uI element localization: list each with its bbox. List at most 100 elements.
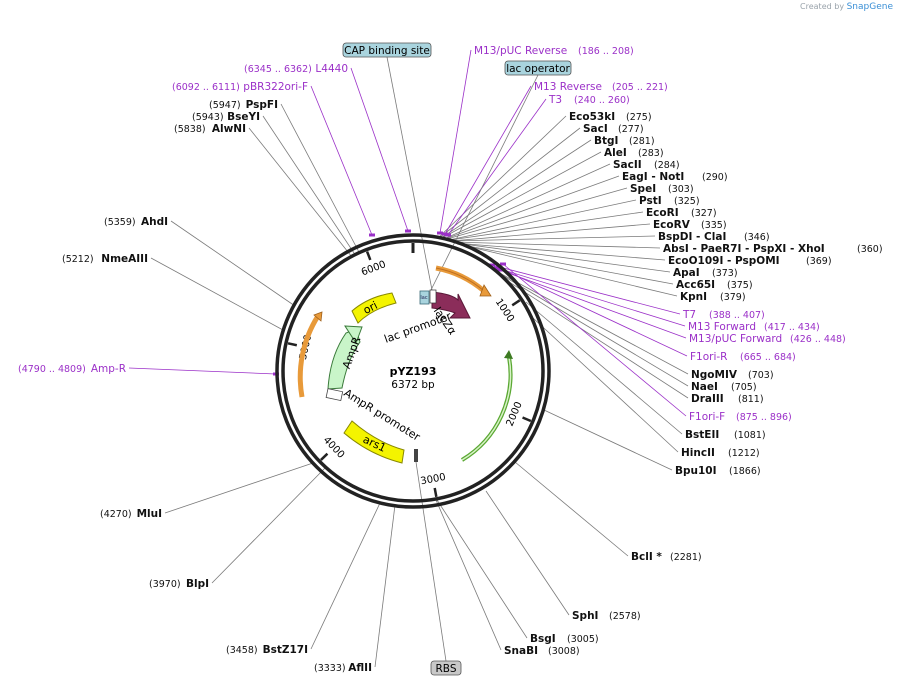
e-mlui-position: (4270) xyxy=(100,509,132,520)
ori-label: ori xyxy=(361,299,380,317)
cap-leader xyxy=(386,56,433,291)
e-acc65i-leader xyxy=(456,243,674,285)
e-sacii-leader xyxy=(443,163,611,240)
e-ecorv-label[interactable]: EcoRV xyxy=(653,219,691,231)
e-eagi-position: (290) xyxy=(702,172,728,183)
backbone-inner xyxy=(281,239,545,503)
e-btgi-label[interactable]: BtgI xyxy=(594,135,618,147)
e-bseyi-position: (5943) xyxy=(192,112,224,123)
e-eagi-label[interactable]: EagI - NotI xyxy=(622,171,684,183)
e-saci-label[interactable]: SacI xyxy=(583,123,608,135)
e-bsteii-label[interactable]: BstEII xyxy=(685,429,719,441)
e-sphi-label[interactable]: SphI xyxy=(572,610,598,622)
e-bspdi-label[interactable]: BspDI - ClaI xyxy=(658,231,726,243)
e-spei-label[interactable]: SpeI xyxy=(630,183,656,195)
e-snabi-label[interactable]: SnaBI xyxy=(504,645,538,657)
p-m13rev-range: (205 .. 221) xyxy=(612,82,668,93)
e-sphi-position: (2578) xyxy=(609,611,641,622)
e-blpi-label[interactable]: BlpI xyxy=(186,578,209,590)
e-acc65i-label[interactable]: Acc65I xyxy=(676,279,715,291)
e-bsteii-leader xyxy=(525,301,683,435)
p-ampr-leader xyxy=(128,367,277,375)
e-snabi-leader xyxy=(435,499,502,651)
cap-label: CAP binding site xyxy=(344,45,430,57)
e-mlui-label[interactable]: MluI xyxy=(137,508,162,520)
p-m13puc-fwd-label[interactable]: M13/pUC Forward xyxy=(689,333,782,345)
e-bsteii-position: (1081) xyxy=(734,430,766,441)
leader-lines xyxy=(128,49,689,668)
e-nmeaiii-label[interactable]: NmeAIII xyxy=(101,253,148,265)
p-pbr322-label[interactable]: pBR322ori-F xyxy=(243,81,308,93)
e-bsgi-position: (3005) xyxy=(567,634,599,645)
p-f1ori-r-range: (665 .. 684) xyxy=(740,352,796,363)
e-bseyi-leader xyxy=(262,115,357,257)
e-bstz17i-position: (3458) xyxy=(226,645,258,656)
p-t3-label[interactable]: T3 xyxy=(548,94,562,106)
lacop-box[interactable] xyxy=(504,60,572,76)
p-pbr322-binding-mark xyxy=(369,233,375,237)
e-alwni-position: (5838) xyxy=(174,124,206,135)
e-sacii-label[interactable]: SacII xyxy=(613,159,642,171)
scale-tick xyxy=(522,416,532,423)
p-m13puc-rev-label[interactable]: M13/pUC Reverse xyxy=(474,45,567,57)
e-naei-label[interactable]: NaeI xyxy=(691,381,718,393)
e-eco0109i-label[interactable]: EcoO109I - PspOMI xyxy=(668,255,780,267)
e-ngomiv-label[interactable]: NgoMIV xyxy=(691,369,738,381)
p-l4440-range: (6345 .. 6362) xyxy=(244,64,312,75)
e-ecori-label[interactable]: EcoRI xyxy=(646,207,679,219)
e-ahdi-leader xyxy=(170,220,296,307)
backbone-outer xyxy=(275,233,551,509)
rbs-box[interactable] xyxy=(430,660,462,676)
e-eagi-leader xyxy=(444,175,620,240)
p-pbr322-range: (6092 .. 6111) xyxy=(172,82,240,93)
p-t3-range: (240 .. 260) xyxy=(574,95,630,106)
e-bpu10i-label[interactable]: Bpu10I xyxy=(675,465,717,477)
p-f1ori-f-leader xyxy=(502,263,687,417)
e-alei-label[interactable]: AleI xyxy=(604,147,627,159)
e-psti-label[interactable]: PstI xyxy=(639,195,662,207)
rbs-label: RBS xyxy=(436,663,457,675)
e-hincii-label[interactable]: HincII xyxy=(681,447,715,459)
e-hincii-position: (1212) xyxy=(728,448,760,459)
e-bcli-leader xyxy=(514,461,629,557)
p-m13fwd-label[interactable]: M13 Forward xyxy=(688,321,756,333)
ori-arrow xyxy=(351,292,397,324)
e-absi-leader xyxy=(452,241,661,249)
p-ampr-label[interactable]: Amp-R xyxy=(91,363,126,375)
e-bcli-label[interactable]: BclI * xyxy=(631,551,662,563)
e-bsgi-label[interactable]: BsgI xyxy=(530,633,556,645)
rbs-mark xyxy=(414,449,418,462)
p-m13rev-label[interactable]: M13 Reverse xyxy=(534,81,602,93)
e-saci-position: (277) xyxy=(618,124,644,135)
e-apai-leader xyxy=(455,242,671,273)
e-apai-label[interactable]: ApaI xyxy=(673,267,700,279)
e-kpni-label[interactable]: KpnI xyxy=(680,291,707,303)
e-acc65i-position: (375) xyxy=(727,280,753,291)
p-m13puc-rev-binding-mark xyxy=(437,231,443,235)
p-l4440-label[interactable]: L4440 xyxy=(315,63,348,75)
e-absi-label[interactable]: AbsI - PaeR7I - PspXI - XhoI xyxy=(663,243,825,255)
p-f1ori-f-label[interactable]: F1ori-F xyxy=(689,411,725,423)
e-kpni-leader xyxy=(457,243,678,297)
p-f1ori-r-label[interactable]: F1ori-R xyxy=(690,351,727,363)
p-t7-label[interactable]: T7 xyxy=(682,309,696,321)
p-m13puc-fwd-leader xyxy=(499,269,687,339)
e-bspdi-leader xyxy=(451,235,656,242)
p-m13fwd-range: (417 .. 434) xyxy=(764,322,820,333)
p-m13puc-fwd-binding-mark xyxy=(497,268,503,272)
e-alwni-label[interactable]: AlwNI xyxy=(212,123,246,135)
e-aflii-label[interactable]: AflII xyxy=(348,662,372,674)
e-nmeaiii-leader xyxy=(150,257,284,331)
e-ahdi-label[interactable]: AhdI xyxy=(141,216,168,228)
lacop-leader xyxy=(430,74,539,291)
e-draiii-label[interactable]: DraIII xyxy=(691,393,724,405)
scale-tick xyxy=(320,452,329,461)
e-pspfi-label[interactable]: PspFI xyxy=(246,99,278,111)
e-bseyi-label[interactable]: BseYI xyxy=(227,111,260,123)
cap-box[interactable] xyxy=(342,42,432,58)
scale-tick xyxy=(287,342,298,347)
scale-tick-label: 3000 xyxy=(420,472,447,487)
e-eco53ki-label[interactable]: Eco53kI xyxy=(569,111,615,123)
e-bstz17i-label[interactable]: BstZ17I xyxy=(263,644,308,656)
